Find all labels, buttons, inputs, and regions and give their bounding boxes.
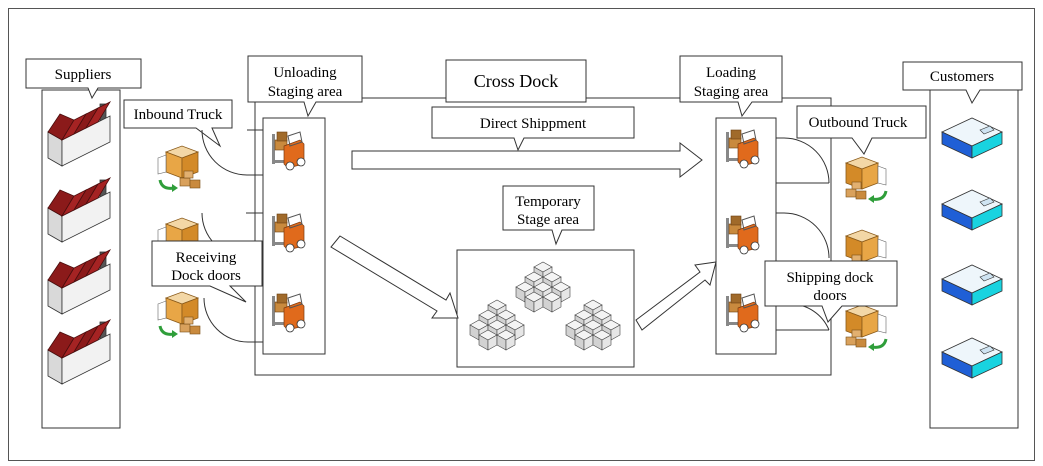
diagram-frame: [8, 8, 1035, 461]
loading-callout: Loading Staging area: [679, 55, 783, 118]
suppliers-callout: Suppliers: [25, 58, 142, 100]
loading-label-line2: Staging area: [694, 84, 769, 100]
loading-label-line1: Loading: [706, 65, 756, 81]
unloading-callout: Unloading Staging area: [247, 55, 363, 118]
inbound-truck-callout: Inbound Truck: [123, 99, 233, 148]
shipping-label-line2: doors: [813, 288, 846, 304]
shipping-dock-door: [776, 137, 830, 184]
truck-icon: [156, 290, 202, 340]
shipping-dock-callout: Shipping dock doors: [764, 260, 898, 323]
customers-callout: Customers: [902, 61, 1023, 105]
direct-shipment-callout: Direct Shippment: [431, 106, 635, 152]
temporary-callout: Temporary Stage area: [502, 185, 595, 246]
direct-shipment-arrow: [351, 141, 703, 179]
truck-icon: [156, 144, 202, 194]
unloading-label-line1: Unloading: [273, 65, 337, 81]
cross-dock-label: Cross Dock: [474, 71, 559, 91]
shipping-dock-door: [776, 212, 830, 259]
shipping-label-line1: Shipping dock: [786, 270, 874, 286]
customers-label: Customers: [930, 69, 994, 85]
receiving-label-line1: Receiving: [176, 250, 237, 266]
outbound-truck-callout: Outbound Truck: [796, 105, 927, 155]
unloading-label-line2: Staging area: [268, 84, 343, 100]
receiving-dock-callout: Receiving Dock doors: [151, 240, 263, 303]
receiving-dock-door: [201, 129, 263, 176]
truck-icon: [844, 155, 888, 205]
outbound-truck-label: Outbound Truck: [809, 115, 908, 131]
receiving-label-line2: Dock doors: [171, 268, 241, 284]
temporary-label-line2: Stage area: [517, 212, 579, 228]
truck-icon: [844, 303, 888, 353]
inbound-truck-label: Inbound Truck: [134, 107, 223, 123]
shipping-dock-door: [776, 303, 830, 331]
temporary-to-loading-arrow: [635, 261, 717, 331]
receiving-dock-door: [203, 297, 263, 343]
suppliers-label: Suppliers: [55, 67, 112, 83]
temporary-label-line1: Temporary: [515, 194, 581, 210]
unloading-to-temporary-arrow: [330, 235, 459, 319]
cross-dock-title-box: Cross Dock: [445, 59, 587, 103]
direct-shipment-label: Direct Shippment: [480, 116, 587, 132]
